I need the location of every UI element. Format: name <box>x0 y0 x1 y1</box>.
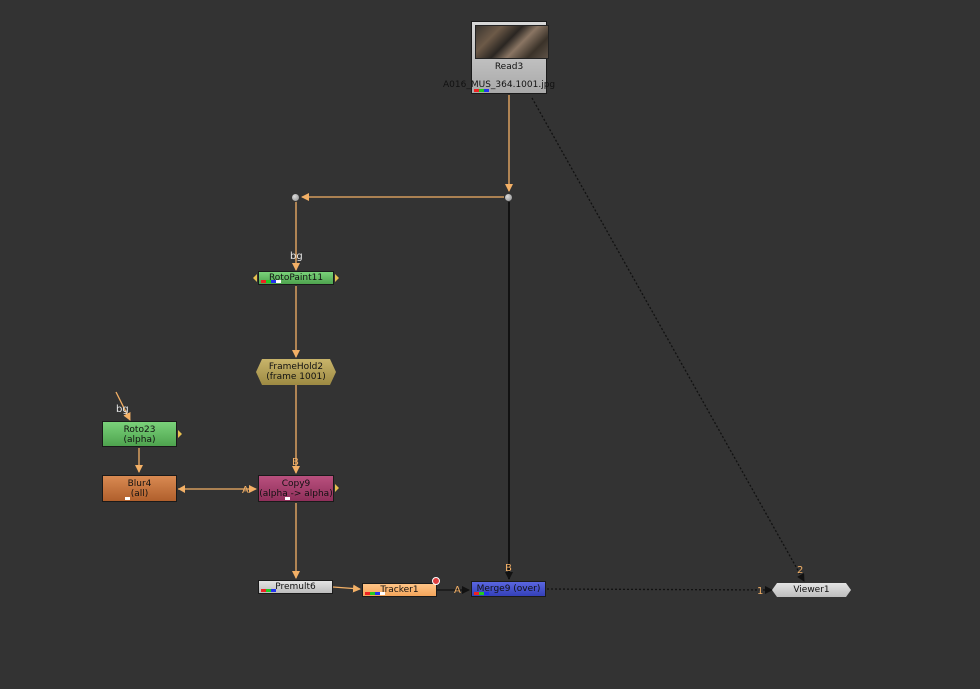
framehold-node[interactable]: FrameHold2 (frame 1001) <box>256 359 336 385</box>
read-node[interactable]: Read3 <box>471 21 549 94</box>
viewer-node-name: Viewer1 <box>793 585 830 595</box>
read-thumbnail <box>475 25 549 59</box>
copy-input-b-label: B <box>292 457 299 468</box>
blur-node[interactable]: Blur4 (all) <box>102 475 177 502</box>
dot-icon[interactable] <box>291 193 300 202</box>
input-arrow-icon <box>253 274 257 282</box>
viewer-input-1-label: 1 <box>757 586 764 597</box>
copy-input-a-label: A <box>242 485 249 496</box>
rotopaint-node[interactable]: RotoPaint11 <box>258 271 334 285</box>
premult-node-name: Premult6 <box>275 582 316 592</box>
dot-icon[interactable] <box>504 193 513 202</box>
roto-node-name: Roto23 <box>123 425 156 435</box>
pipe-read-to-viewer <box>531 97 805 582</box>
channel-indicator-icon <box>474 89 489 92</box>
rotopaint-node-name: RotoPaint11 <box>268 273 324 283</box>
input-arrow-icon <box>335 274 339 282</box>
roto-input-label: bg <box>116 404 129 415</box>
input-arrow-icon <box>178 430 182 438</box>
merge-node[interactable]: Merge9 (over) <box>471 581 546 597</box>
channel-indicator-icon <box>474 592 489 595</box>
tracker-node[interactable]: Tracker1 <box>362 583 437 597</box>
blur-node-name: Blur4 <box>127 479 152 489</box>
input-arrow-icon <box>335 484 339 492</box>
channel-indicator-icon <box>261 280 281 283</box>
roto-node[interactable]: Roto23 (alpha) <box>102 421 177 447</box>
pipe-premult-to-tracker <box>332 584 361 593</box>
blur-node-sub: (all) <box>130 489 149 499</box>
roto-node-sub: (alpha) <box>123 435 156 445</box>
read-node-name: Read3 <box>494 62 524 72</box>
merge-input-a-label: A <box>454 585 461 596</box>
error-badge-icon <box>432 577 440 585</box>
pipe-roto-input <box>115 391 131 421</box>
pipe-merge-to-viewer <box>546 585 773 594</box>
channel-indicator-icon <box>285 497 290 500</box>
copy-node-name: Copy9 <box>281 479 311 489</box>
channel-indicator-icon <box>125 497 130 500</box>
channel-indicator-icon <box>261 589 276 592</box>
tracker-node-name: Tracker1 <box>380 585 419 595</box>
merge-node-name: Merge9 (over) <box>476 584 541 594</box>
copy-node[interactable]: Copy9 (alpha -> alpha) <box>258 475 334 502</box>
framehold-node-name: FrameHold2 <box>268 362 324 372</box>
viewer-input-2-label: 2 <box>797 565 804 576</box>
rotopaint-input-label: bg <box>290 251 303 262</box>
copy-node-sub: (alpha -> alpha) <box>259 489 333 499</box>
premult-node[interactable]: Premult6 <box>258 580 333 594</box>
channel-indicator-icon <box>365 592 385 595</box>
merge-input-b-label: B <box>505 563 512 574</box>
viewer-node[interactable]: Viewer1 <box>772 583 851 597</box>
read-node-file: A016_MUS_364.1001.jpg <box>443 80 556 90</box>
pipe-blur-tail-arrow <box>178 485 185 493</box>
framehold-node-sub: (frame 1001) <box>266 372 326 382</box>
